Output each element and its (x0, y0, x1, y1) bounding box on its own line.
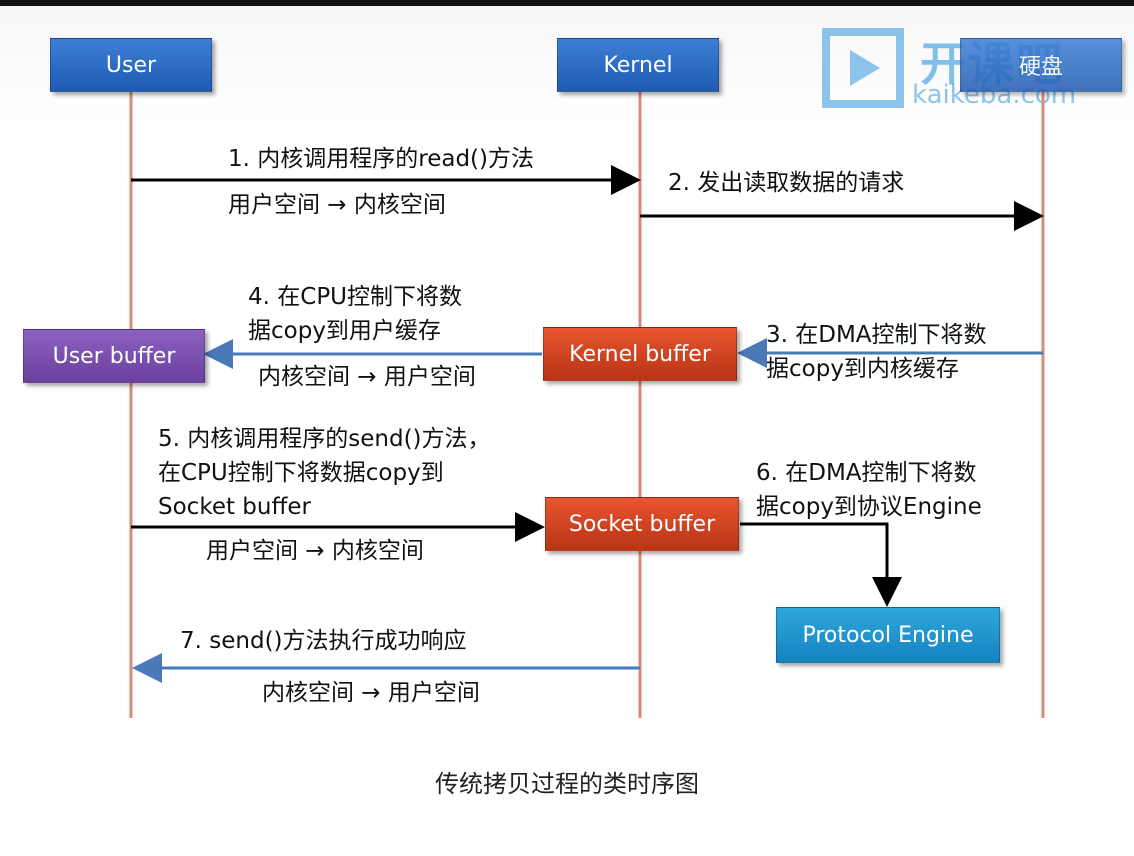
participant-user: User (50, 38, 212, 92)
step-5-label-line3: Socket buffer (158, 494, 311, 520)
user-buffer: User buffer (23, 329, 205, 383)
step-7-direction: 内核空间 → 用户空间 (262, 680, 480, 706)
step-4-direction: 内核空间 → 用户空间 (258, 364, 476, 390)
diagram-caption: 传统拷贝过程的类时序图 (435, 770, 699, 798)
socket-buffer: Socket buffer (545, 497, 739, 551)
step-2-label: 2. 发出读取数据的请求 (668, 170, 905, 196)
step-1-label: 1. 内核调用程序的read()方法 (228, 146, 534, 172)
step-3-label-line2: 据copy到内核缓存 (766, 356, 959, 382)
step-7-label: 7. send()方法执行成功响应 (180, 628, 467, 654)
diagram-canvas (0, 6, 1134, 856)
participant-disk: 硬盘 (960, 38, 1122, 92)
step-6-label-line1: 6. 在DMA控制下将数 (756, 460, 977, 486)
step-1-direction: 用户空间 → 内核空间 (228, 192, 446, 218)
step-4-label-line1: 4. 在CPU控制下将数 (248, 284, 463, 310)
step-3-label-line1: 3. 在DMA控制下将数 (766, 322, 987, 348)
step-6-label-line2: 据copy到协议Engine (756, 494, 982, 520)
step-5-label-line1: 5. 内核调用程序的send()方法， (158, 426, 491, 452)
participant-kernel: Kernel (557, 38, 719, 92)
step-4-label-line2: 据copy到用户缓存 (248, 318, 441, 344)
protocol-engine: Protocol Engine (776, 607, 1000, 663)
arrow-step-6 (740, 522, 902, 607)
play-logo-icon (822, 28, 904, 108)
step-5-label-line2: 在CPU控制下将数据copy到 (158, 460, 444, 486)
kernel-buffer: Kernel buffer (543, 327, 737, 381)
top-border (0, 0, 1134, 6)
step-5-direction: 用户空间 → 内核空间 (206, 538, 424, 564)
